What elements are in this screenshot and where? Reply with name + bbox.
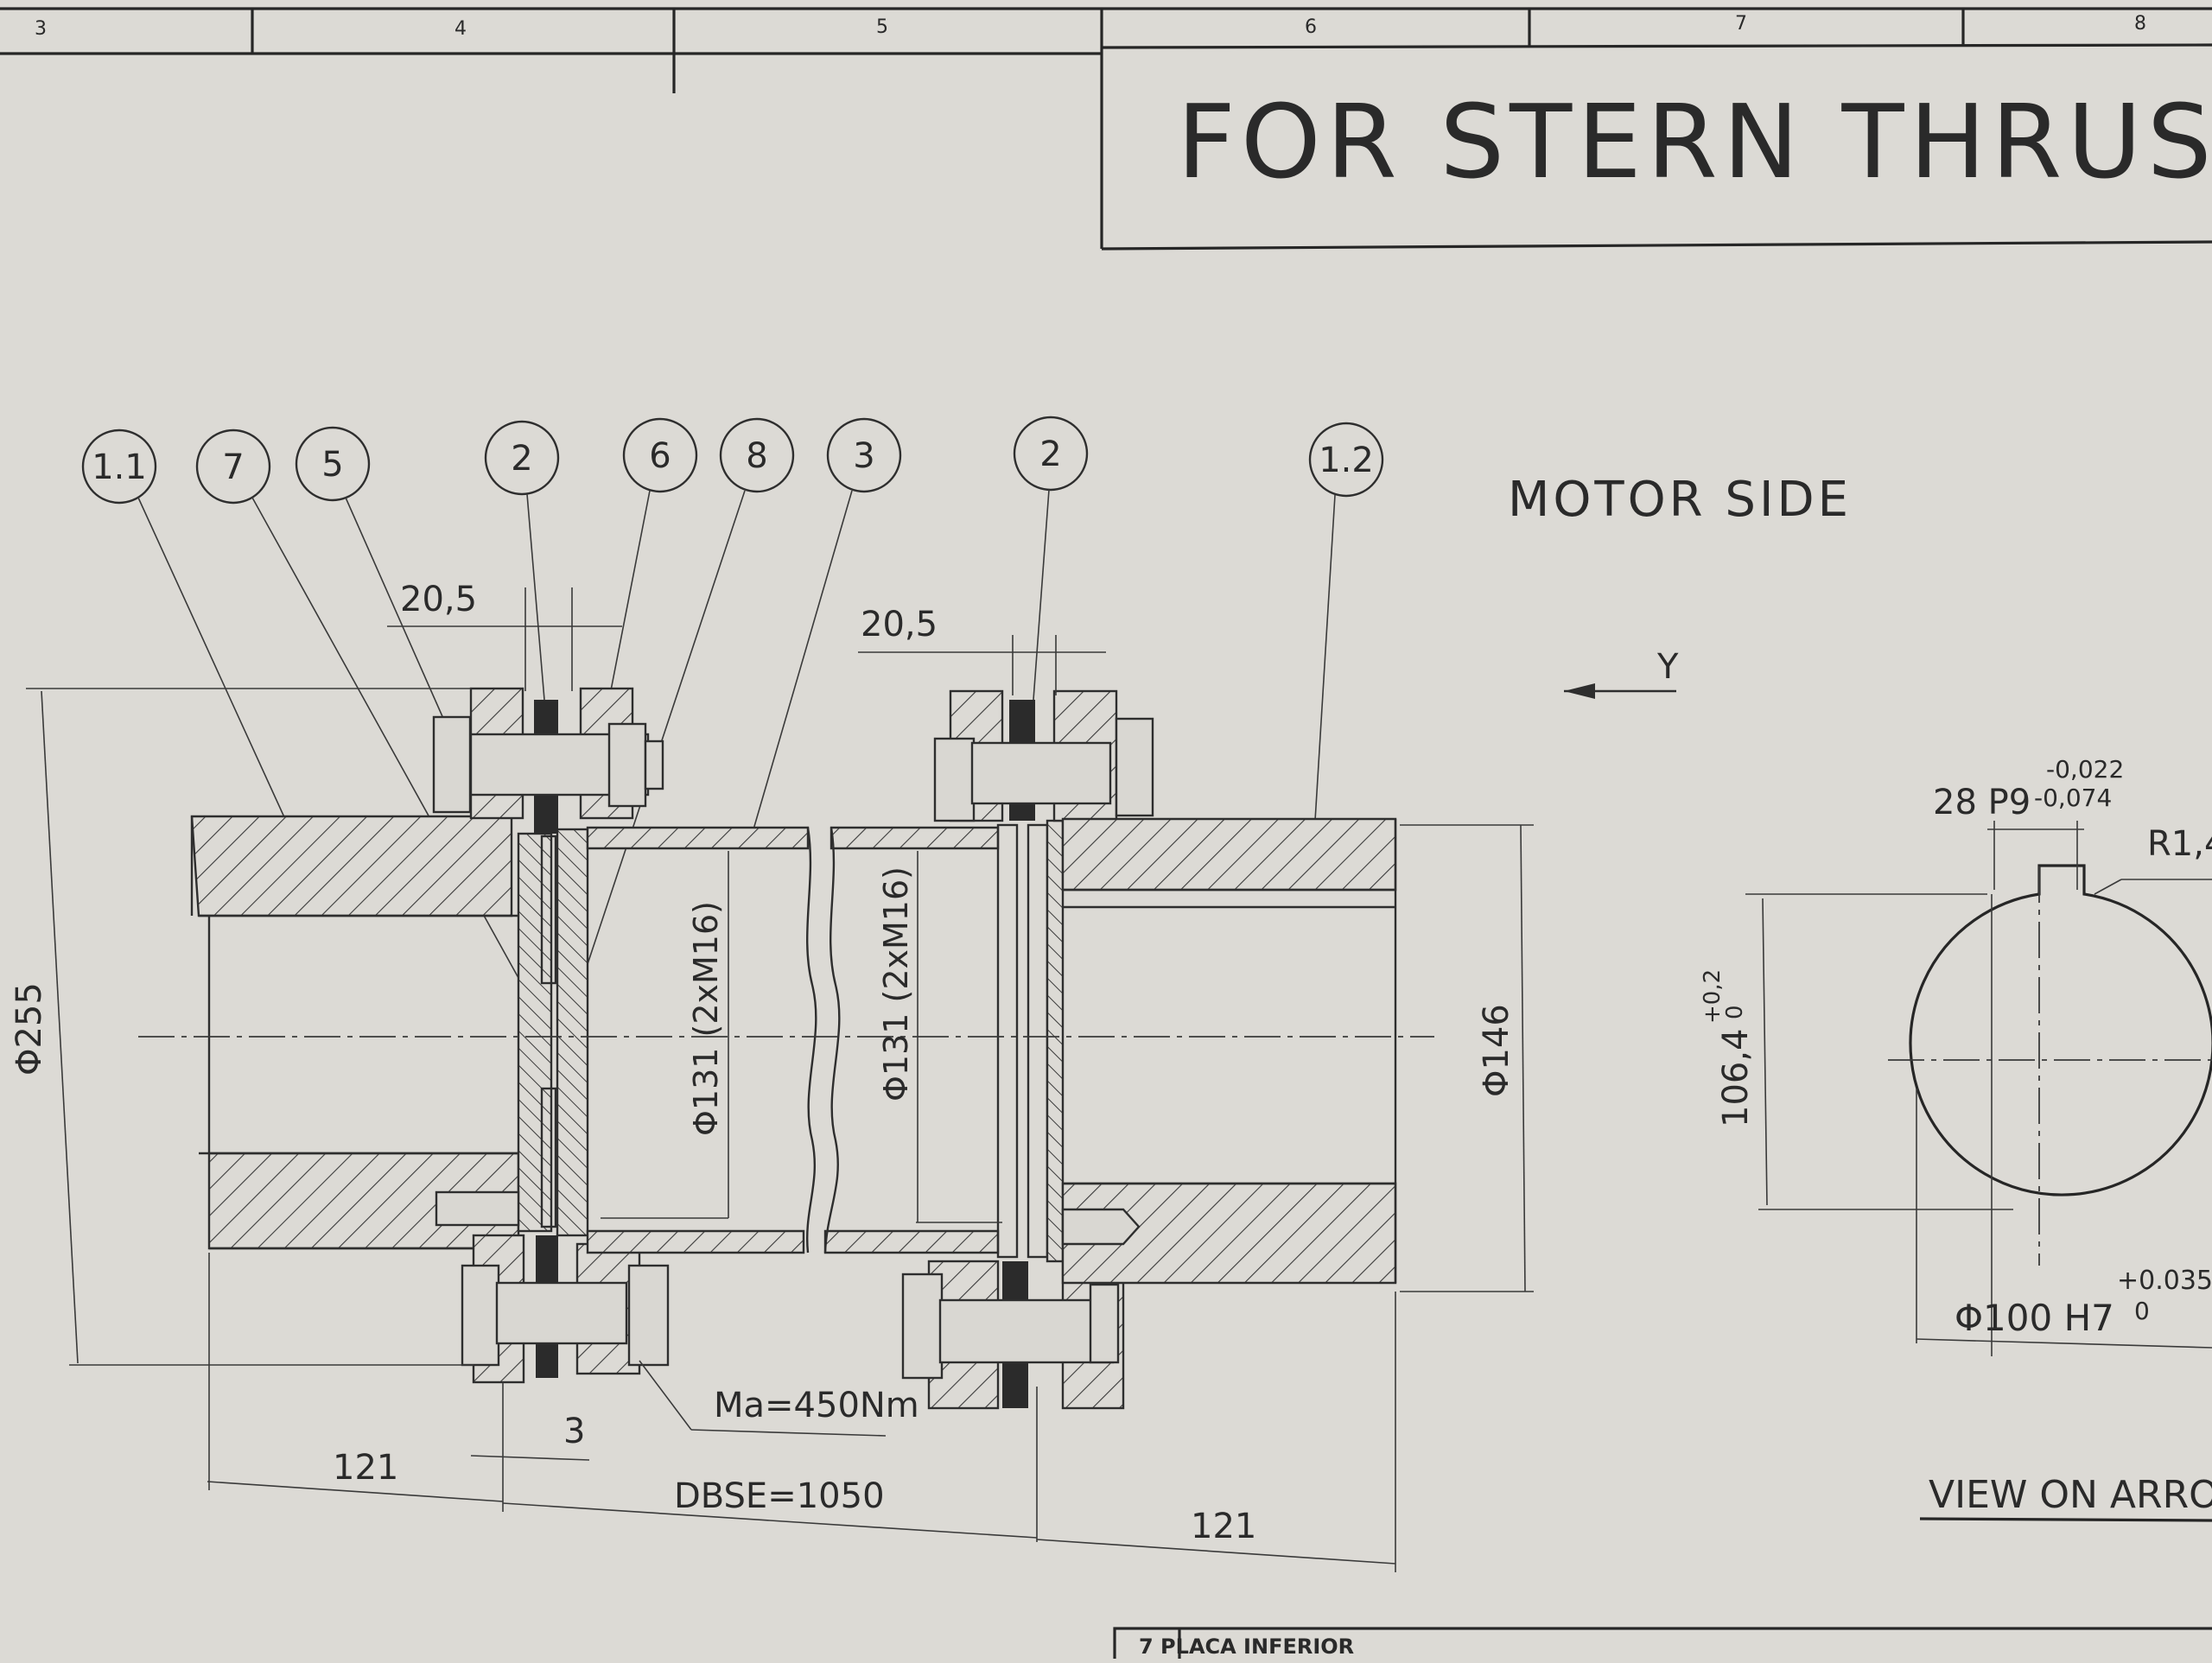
part-balloons: 1.1 7 5 2 6 8 3 2 1.2	[81, 416, 1384, 505]
svg-text:6: 6	[649, 436, 671, 476]
bore-label: Φ100 H7	[1955, 1297, 2114, 1339]
dim-bolt-circle-right: Φ131 (2xM16)	[877, 866, 915, 1101]
dim-hub-diameter: Φ146	[1477, 1004, 1516, 1097]
svg-text:5: 5	[321, 445, 343, 485]
balloon-6: 6	[622, 417, 698, 493]
svg-text:1.2: 1.2	[1319, 441, 1374, 480]
balloon-7: 7	[195, 428, 271, 505]
motor-side-label: MOTOR SIDE	[1508, 472, 1852, 528]
drawing-title: FOR STERN THRUSTE	[1177, 82, 2212, 201]
keyway-label: 28 P9	[1933, 783, 2031, 822]
zone-number-3: 3	[35, 18, 47, 40]
dim-dbse: DBSE=1050	[674, 1476, 885, 1516]
leader-lines	[137, 489, 1336, 994]
title-block: FOR STERN THRUSTE	[1101, 82, 2212, 251]
svg-text:3: 3	[853, 436, 874, 476]
height-tol-upper: +0,2	[1700, 969, 1726, 1024]
zone-header: 3 4 5 6 7 8	[0, 7, 2212, 249]
dim-gap-right: 20,5	[861, 605, 938, 644]
dim-spacer: 3	[563, 1412, 585, 1451]
svg-text:7: 7	[222, 447, 244, 487]
zone-number-5: 5	[876, 16, 888, 38]
radius-label: R1,4	[2147, 824, 2212, 864]
dimensions: 20,5 20,5 Φ255 Φ131 (2xM16) Φ131 (2xM16)…	[10, 580, 1534, 1572]
balloon-1-2: 1.2	[1308, 422, 1384, 498]
svg-text:Y: Y	[1656, 647, 1679, 687]
torque-label: Ma=450Nm	[714, 1386, 919, 1425]
view-arrow-y: Y	[1564, 647, 1679, 699]
svg-text:2: 2	[1039, 435, 1061, 474]
balloon-3: 3	[826, 417, 902, 493]
shaft-section-view: 28 P9 -0,022 -0,074 R1,4 106,4 +0,2 0 Φ1…	[1700, 755, 2212, 1522]
balloon-8: 8	[719, 417, 795, 493]
height-tol-lower: 0	[1722, 1005, 1748, 1019]
bore-tol-lower: 0	[2134, 1297, 2150, 1325]
dim-hub-length-right: 121	[1191, 1507, 1256, 1546]
dim-hub-length-left: 121	[333, 1448, 398, 1488]
keyway-tol-lower: -0,074	[2034, 784, 2112, 812]
dim-overall-diameter: Φ255	[10, 982, 49, 1076]
zone-number-6: 6	[1305, 16, 1317, 38]
zone-number-7: 7	[1735, 13, 1747, 35]
balloon-5: 5	[295, 426, 371, 502]
zone-number-4: 4	[454, 18, 467, 40]
keyway-tol-upper: -0,022	[2046, 755, 2124, 784]
table-row-fragment: 7 PLACA INFERIOR	[1139, 1634, 1354, 1659]
dim-bolt-circle-left: Φ131 (2xM16)	[687, 901, 725, 1136]
bore-tol-upper: +0.035	[2117, 1266, 2212, 1296]
svg-text:1.1: 1.1	[92, 447, 147, 487]
dim-gap-left: 20,5	[400, 580, 477, 619]
balloon-1-1: 1.1	[81, 428, 157, 505]
balloon-2-right: 2	[1013, 416, 1089, 492]
svg-text:2: 2	[511, 439, 532, 479]
view-caption: VIEW ON ARROW	[1929, 1473, 2212, 1517]
height-label: 106,4	[1716, 1028, 1756, 1127]
zone-number-8: 8	[2134, 13, 2146, 35]
svg-text:8: 8	[746, 436, 767, 476]
bottom-table: 7 PLACA INFERIOR	[1113, 1627, 2212, 1663]
balloon-2-left: 2	[484, 420, 560, 496]
coupling-assembly	[190, 687, 1397, 1410]
